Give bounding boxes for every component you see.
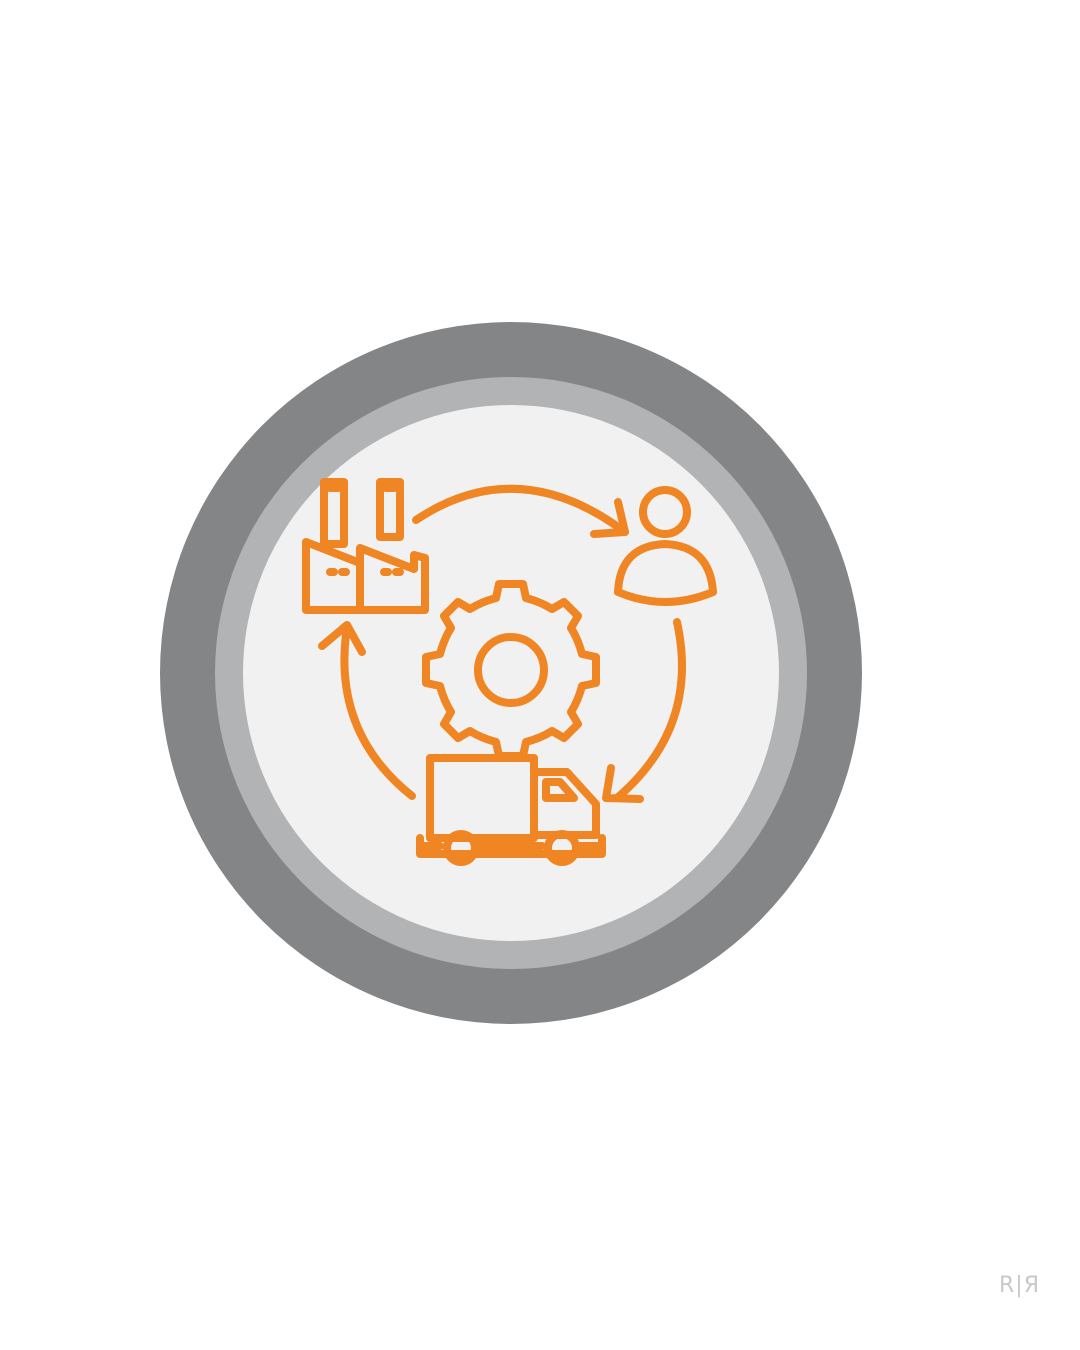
arrow-factory-to-person [412, 484, 629, 536]
badge-graphic [160, 322, 862, 1024]
arrow-person-to-truck [613, 618, 686, 802]
arrow-person-to-truck-head [602, 764, 644, 803]
delivery-truck-icon [416, 754, 606, 866]
arrow-factory-to-person-head [590, 498, 629, 538]
arrow-truck-to-factory [340, 630, 416, 800]
cycle-arrows [318, 484, 686, 803]
person-icon [614, 486, 717, 606]
supply-chain-badge [160, 322, 862, 1024]
arrow-truck-to-factory-head [318, 621, 366, 656]
watermark-logo: R|Я [999, 1273, 1040, 1298]
factory-icon [302, 478, 429, 614]
